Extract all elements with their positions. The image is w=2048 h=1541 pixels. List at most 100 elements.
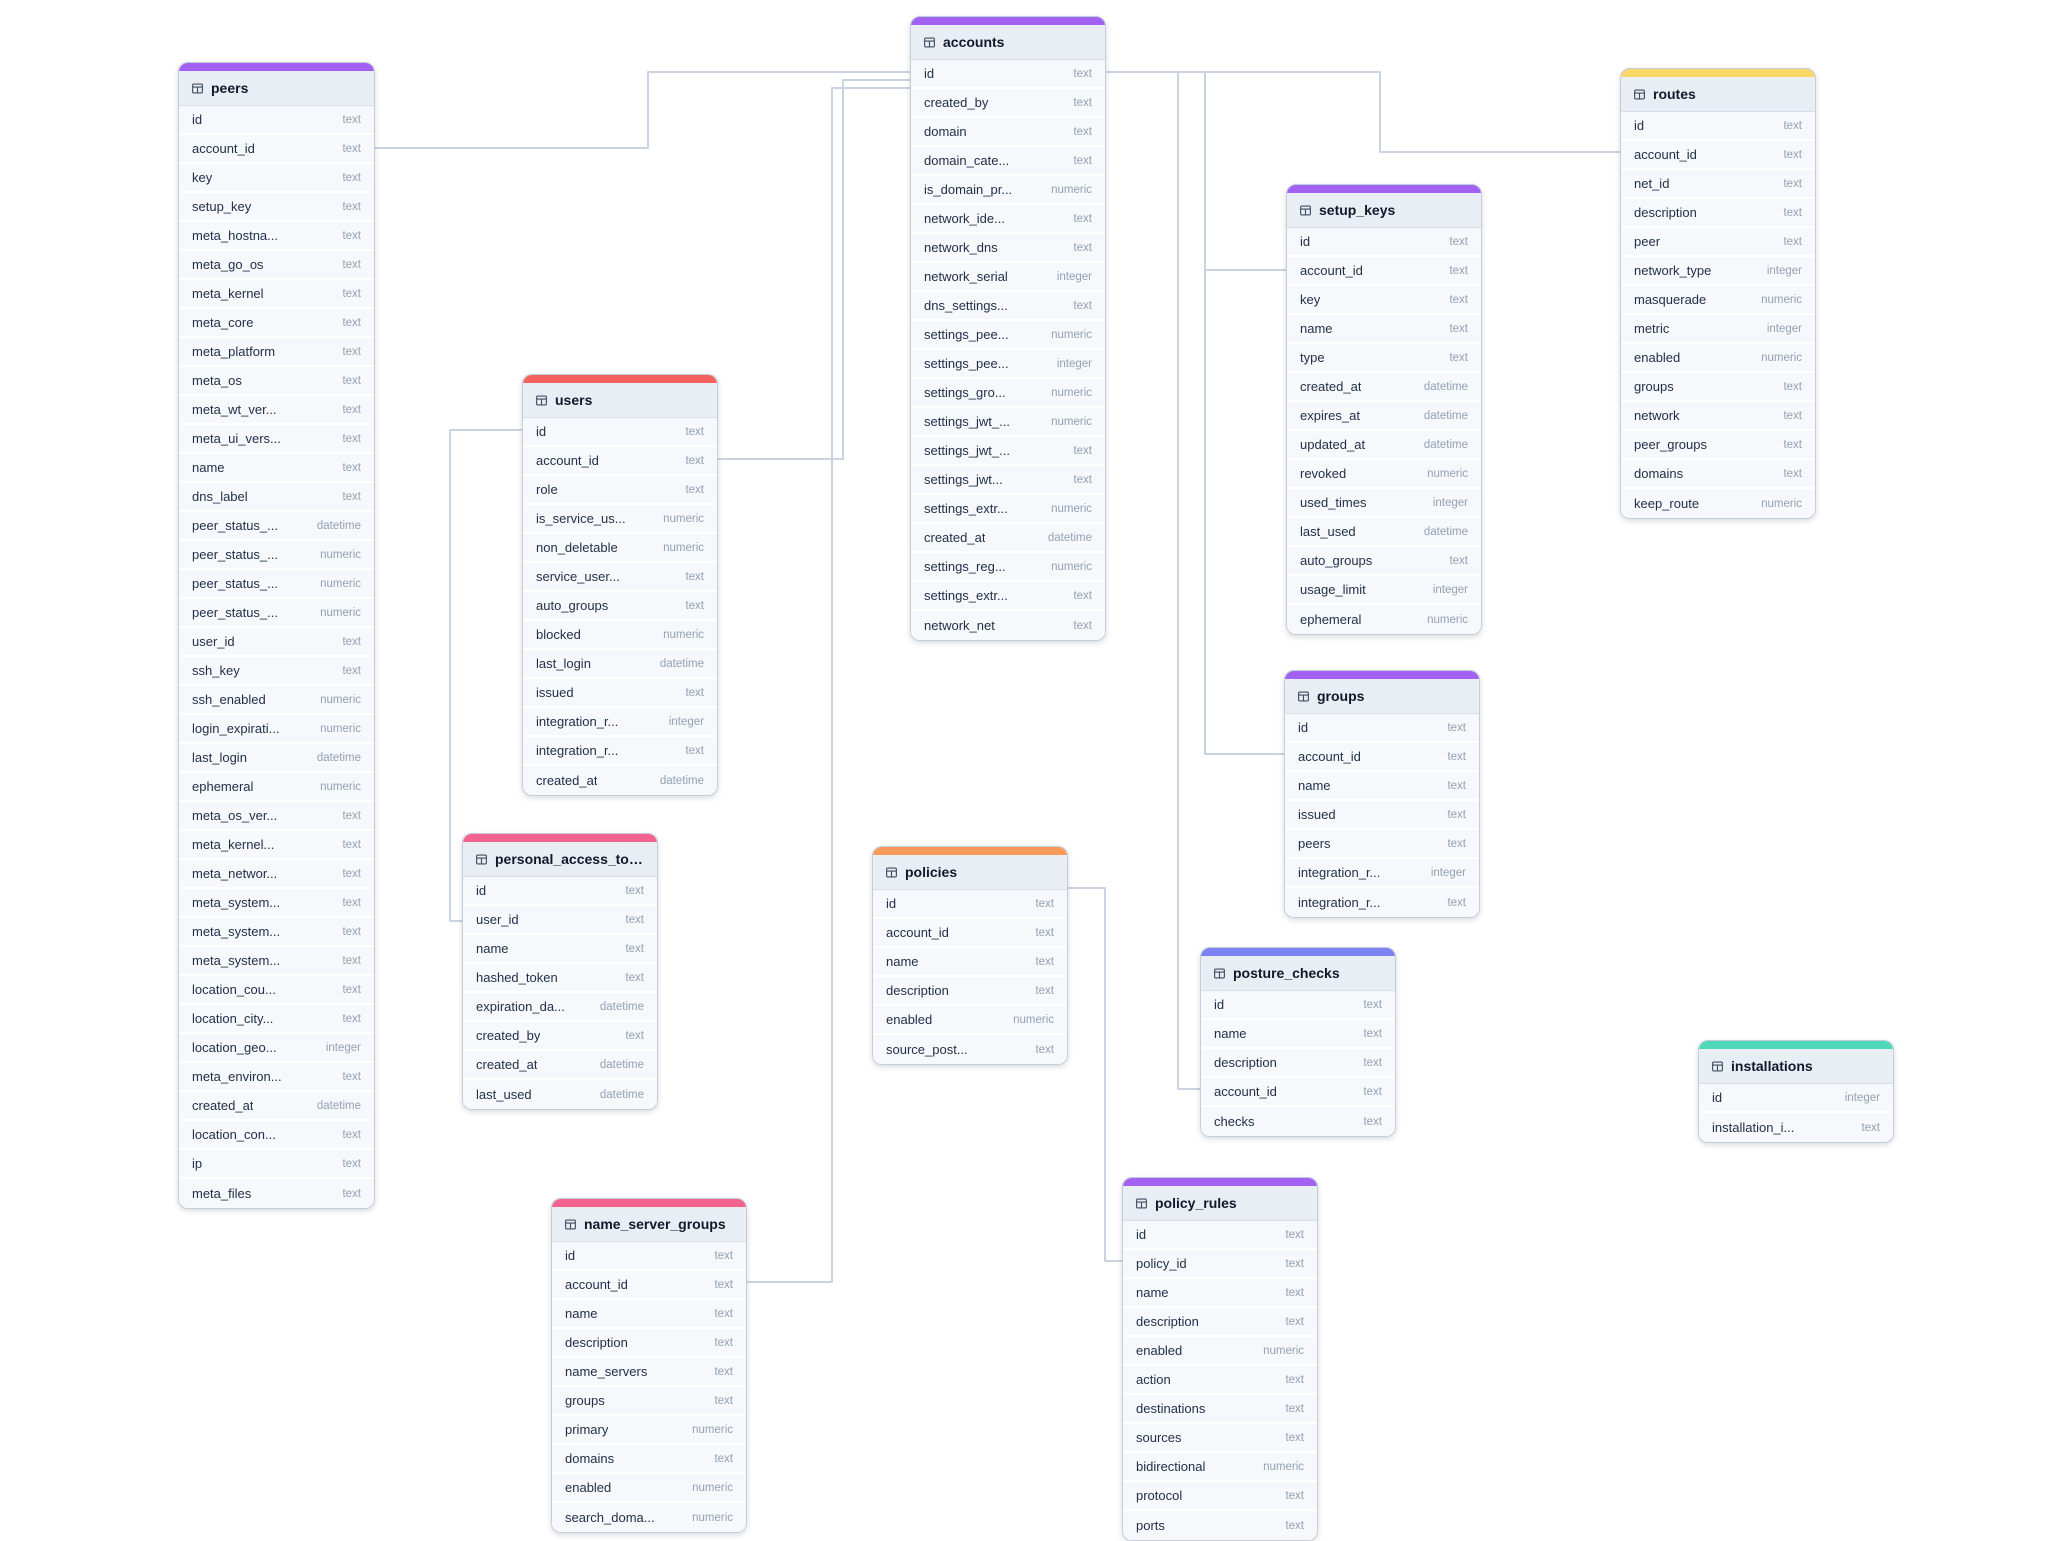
table-row: created_by text <box>463 1022 657 1051</box>
table-header[interactable]: groups <box>1285 679 1479 714</box>
table-header[interactable]: accounts <box>911 25 1105 60</box>
field-type: text <box>1783 380 1802 393</box>
field-name: ssh_key <box>192 663 240 678</box>
field-type: text <box>1073 125 1092 138</box>
table-rows: id text account_id text key text name te… <box>1287 228 1481 634</box>
field-name: checks <box>1214 1114 1255 1129</box>
field-type: datetime <box>1423 380 1468 393</box>
table-row: location_con... text <box>179 1121 374 1150</box>
table-rows: id text policy_id text name text descrip… <box>1123 1221 1317 1540</box>
field-type: text <box>1449 293 1468 306</box>
field-type: text <box>685 454 704 467</box>
table-title: groups <box>1317 688 1365 704</box>
table-row: account_id text <box>873 919 1067 948</box>
table-accent-bar <box>179 63 374 71</box>
field-name: dns_label <box>192 489 248 504</box>
table-header[interactable]: policies <box>873 855 1067 890</box>
table-card-peers[interactable]: peers id text account_id text key text s… <box>178 62 375 1209</box>
field-type: numeric <box>663 541 704 554</box>
field-name: domain_cate... <box>924 153 1010 168</box>
field-name: name <box>476 941 509 956</box>
field-name: meta_kernel... <box>192 837 275 852</box>
field-name: ssh_enabled <box>192 692 266 707</box>
table-header[interactable]: personal_access_tokens <box>463 842 657 877</box>
table-row: revoked numeric <box>1287 460 1481 489</box>
table-row: blocked numeric <box>523 621 717 650</box>
field-type: text <box>342 316 361 329</box>
table-card-setup_keys[interactable]: setup_keys id text account_id text key t… <box>1286 184 1482 635</box>
field-type: text <box>714 1452 733 1465</box>
table-icon <box>1213 967 1226 980</box>
table-icon <box>475 853 488 866</box>
table-card-posture_checks[interactable]: posture_checks id text name text descrip… <box>1200 947 1396 1137</box>
field-name: usage_limit <box>1300 582 1366 597</box>
table-row: dns_label text <box>179 483 374 512</box>
field-name: setup_key <box>192 199 252 214</box>
field-type: text <box>625 942 644 955</box>
table-header[interactable]: posture_checks <box>1201 956 1395 991</box>
table-row: location_cou... text <box>179 976 374 1005</box>
table-row: used_times integer <box>1287 489 1481 518</box>
relationship-line-accounts-to-posture_checks <box>1105 71 1201 1090</box>
table-card-policy_rules[interactable]: policy_rules id text policy_id text name… <box>1122 1177 1318 1541</box>
field-type: text <box>342 374 361 387</box>
field-type: numeric <box>1761 293 1802 306</box>
table-card-accounts[interactable]: accounts id text created_by text domain … <box>910 16 1106 641</box>
field-name: integration_r... <box>1298 895 1381 910</box>
field-type: text <box>1073 67 1092 80</box>
table-rows: id text name text description text accou… <box>1201 991 1395 1136</box>
table-card-routes[interactable]: routes id text account_id text net_id te… <box>1620 68 1816 519</box>
field-name: id <box>1298 720 1309 735</box>
table-header[interactable]: setup_keys <box>1287 193 1481 228</box>
table-row: is_service_us... numeric <box>523 505 717 534</box>
field-type: text <box>1035 1043 1054 1056</box>
field-name: role <box>536 482 558 497</box>
table-card-users[interactable]: users id text account_id text role text … <box>522 374 718 796</box>
table-card-name_server_groups[interactable]: name_server_groups id text account_id te… <box>551 1198 747 1533</box>
field-type: datetime <box>1423 409 1468 422</box>
table-header[interactable]: routes <box>1621 77 1815 112</box>
table-card-groups[interactable]: groups id text account_id text name text… <box>1284 670 1480 918</box>
table-row: id text <box>463 877 657 906</box>
table-row: is_domain_pr... numeric <box>911 176 1105 205</box>
table-card-installations[interactable]: installations id integer installation_i.… <box>1698 1040 1894 1143</box>
table-title: setup_keys <box>1319 202 1396 218</box>
field-name: description <box>886 983 949 998</box>
table-header[interactable]: installations <box>1699 1049 1893 1084</box>
table-header[interactable]: name_server_groups <box>552 1207 746 1242</box>
table-row: meta_system... text <box>179 889 374 918</box>
field-type: numeric <box>1051 415 1092 428</box>
table-card-personal_access_tokens[interactable]: personal_access_tokens id text user_id t… <box>462 833 658 1110</box>
table-icon <box>1711 1060 1724 1073</box>
table-row: last_login datetime <box>523 650 717 679</box>
table-row: enabled numeric <box>552 1474 746 1503</box>
table-row: meta_os_ver... text <box>179 802 374 831</box>
table-row: peers text <box>1285 830 1479 859</box>
field-name: meta_system... <box>192 895 281 910</box>
table-title: posture_checks <box>1233 965 1340 981</box>
field-type: text <box>1285 1431 1304 1444</box>
table-row: dns_settings... text <box>911 292 1105 321</box>
field-type: text <box>1073 154 1092 167</box>
field-name: created_at <box>192 1098 254 1113</box>
table-row: id text <box>179 106 374 135</box>
field-name: settings_pee... <box>924 327 1009 342</box>
field-type: text <box>1783 148 1802 161</box>
field-name: name <box>565 1306 598 1321</box>
table-row: non_deletable numeric <box>523 534 717 563</box>
table-header[interactable]: policy_rules <box>1123 1186 1317 1221</box>
field-name: settings_reg... <box>924 559 1006 574</box>
field-type: text <box>342 403 361 416</box>
table-row: peer_groups text <box>1621 431 1815 460</box>
field-name: key <box>1300 292 1321 307</box>
table-row: meta_system... text <box>179 918 374 947</box>
field-name: meta_system... <box>192 924 281 939</box>
field-name: ip <box>192 1156 203 1171</box>
field-type: text <box>714 1307 733 1320</box>
table-header[interactable]: users <box>523 383 717 418</box>
table-row: last_login datetime <box>179 744 374 773</box>
table-header[interactable]: peers <box>179 71 374 106</box>
table-card-policies[interactable]: policies id text account_id text name te… <box>872 846 1068 1065</box>
table-row: integration_r... text <box>1285 888 1479 917</box>
